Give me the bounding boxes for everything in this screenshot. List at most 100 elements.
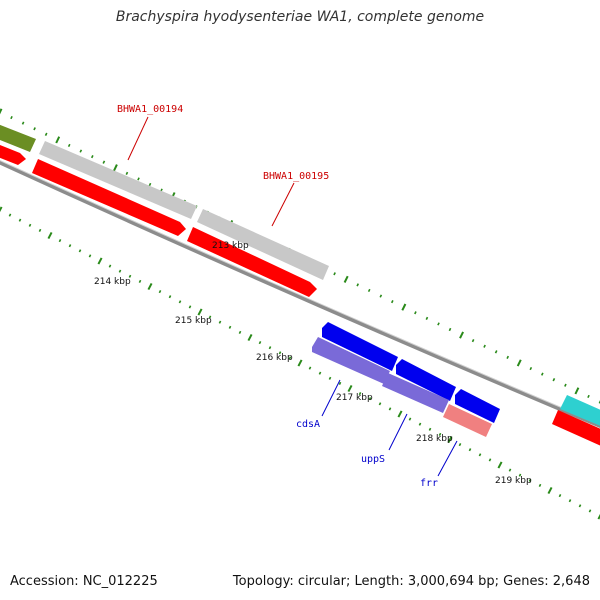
scale-tick-minor xyxy=(288,356,292,360)
scale-tick-minor xyxy=(414,311,417,315)
gene-cdsa xyxy=(312,337,390,384)
gene-olive-outer xyxy=(0,124,36,152)
scale-tick-major xyxy=(197,308,203,316)
label-frr: frr xyxy=(420,478,438,489)
scale-tick-minor xyxy=(494,350,498,354)
genome-backbone xyxy=(0,160,600,428)
scale-tick-minor xyxy=(437,322,440,326)
scale-tick-major xyxy=(97,257,103,265)
connector-frr xyxy=(437,440,458,477)
label-bhwa1-00194: BHWA1_00194 xyxy=(117,104,183,115)
scale-tick-minor xyxy=(378,402,382,406)
scale-tick-minor xyxy=(125,171,129,175)
scale-tick-minor xyxy=(483,344,486,348)
scale-tick-major xyxy=(397,410,403,418)
scale-tick-minor xyxy=(308,366,312,370)
scale-tick-minor xyxy=(258,341,262,345)
scale-tick-major xyxy=(547,486,553,495)
scale-tick-minor xyxy=(558,494,562,498)
gene-bhwa1-00195-outer xyxy=(197,209,329,280)
scale-tick-minor xyxy=(564,383,567,387)
scale-tick-minor xyxy=(390,300,394,304)
scale-tick-major xyxy=(147,282,153,291)
scale-tick-minor xyxy=(528,478,532,482)
scale-tick-major xyxy=(597,513,600,520)
scale-tick-minor xyxy=(318,371,322,375)
scale-tick-minor xyxy=(138,279,142,283)
gene-bhwa1-00194-outer xyxy=(39,141,197,219)
scale-tick-major xyxy=(0,108,3,115)
scale-tick-major xyxy=(574,387,580,395)
scale-tick-minor xyxy=(518,473,522,477)
scale-label-213: 213 kbp xyxy=(212,241,249,251)
scale-tick-minor xyxy=(108,264,112,268)
scale-tick-minor xyxy=(588,509,592,513)
scale-tick-minor xyxy=(102,160,106,164)
scale-tick-minor xyxy=(418,422,422,426)
scale-tick-minor xyxy=(238,330,242,334)
scale-tick-minor xyxy=(540,372,544,376)
scale-tick-minor xyxy=(168,295,172,299)
scale-tick-minor xyxy=(425,316,429,320)
scale-tick-minor xyxy=(33,127,36,131)
scale-tick-minor xyxy=(529,366,533,371)
scale-tick-minor xyxy=(278,351,282,355)
scale-tick-minor xyxy=(367,288,371,293)
scale-tick-minor xyxy=(438,432,442,436)
scale-tick-minor xyxy=(552,378,556,382)
scale-tick-minor xyxy=(79,149,83,153)
scale-tick-minor xyxy=(428,427,432,431)
scale-label-216: 216 kbp xyxy=(256,353,293,363)
scale-tick-minor xyxy=(8,213,12,217)
scale-tick-minor xyxy=(268,346,272,350)
scale-tick-minor xyxy=(506,355,510,359)
scale-tick-minor xyxy=(478,453,482,457)
scale-tick-minor xyxy=(468,448,472,452)
scale-tick-major xyxy=(401,303,407,311)
accession-text: Accession: NC_012225 xyxy=(10,574,158,589)
scale-tick-minor xyxy=(328,376,332,380)
genome-summary-text: Topology: circular; Length: 3,000,694 bp… xyxy=(232,574,590,589)
scale-tick-minor xyxy=(68,244,72,248)
scale-tick-minor xyxy=(368,397,372,401)
scale-tick-minor xyxy=(578,504,582,508)
scale-tick-minor xyxy=(137,177,140,181)
scale-tick-minor xyxy=(178,300,182,304)
scale-tick-minor xyxy=(228,325,232,329)
scale-tick-minor xyxy=(568,499,572,503)
scale-tick-minor xyxy=(58,239,62,243)
scale-tick-minor xyxy=(388,407,392,411)
scale-tick-minor xyxy=(458,443,462,447)
label-cdsa: cdsA xyxy=(296,419,320,430)
scale-tick-minor xyxy=(356,283,360,287)
map-title: Brachyspira hyodysenteriae WA1, complete… xyxy=(115,9,485,25)
scale-tick-major xyxy=(55,136,61,144)
scale-tick-minor xyxy=(148,182,152,187)
gene-blue-3 xyxy=(455,389,500,423)
scale-tick-minor xyxy=(90,155,94,159)
scale-tick-minor xyxy=(118,269,122,273)
cds-red-arrow-1 xyxy=(0,145,26,165)
scale-label-214: 214 kbp xyxy=(94,277,131,287)
scale-tick-minor xyxy=(28,223,32,227)
scale-tick-minor xyxy=(508,468,512,472)
scale-tick-major xyxy=(297,359,303,367)
scale-tick-minor xyxy=(488,458,492,462)
scale-tick-minor xyxy=(67,143,71,148)
cds-red-arrow-4 xyxy=(552,410,600,446)
scale-tick-minor xyxy=(78,249,82,253)
scale-tick-minor xyxy=(218,320,222,324)
scale-tick-minor xyxy=(587,394,590,399)
scale-label-217: 217 kbp xyxy=(336,393,373,403)
scale-tick-major xyxy=(459,331,464,339)
scale-tick-minor xyxy=(338,381,342,385)
cds-red-arrow-3 xyxy=(187,227,317,297)
scale-tick-minor xyxy=(18,218,22,222)
scale-tick-minor xyxy=(44,132,48,136)
scale-tick-minor xyxy=(333,272,336,276)
scale-tick-major xyxy=(516,359,522,367)
scale-tick-major xyxy=(343,275,349,283)
connector-cdsa xyxy=(321,379,341,417)
genome-backbone-highlight xyxy=(0,160,600,425)
scale-tick-minor xyxy=(21,121,25,125)
